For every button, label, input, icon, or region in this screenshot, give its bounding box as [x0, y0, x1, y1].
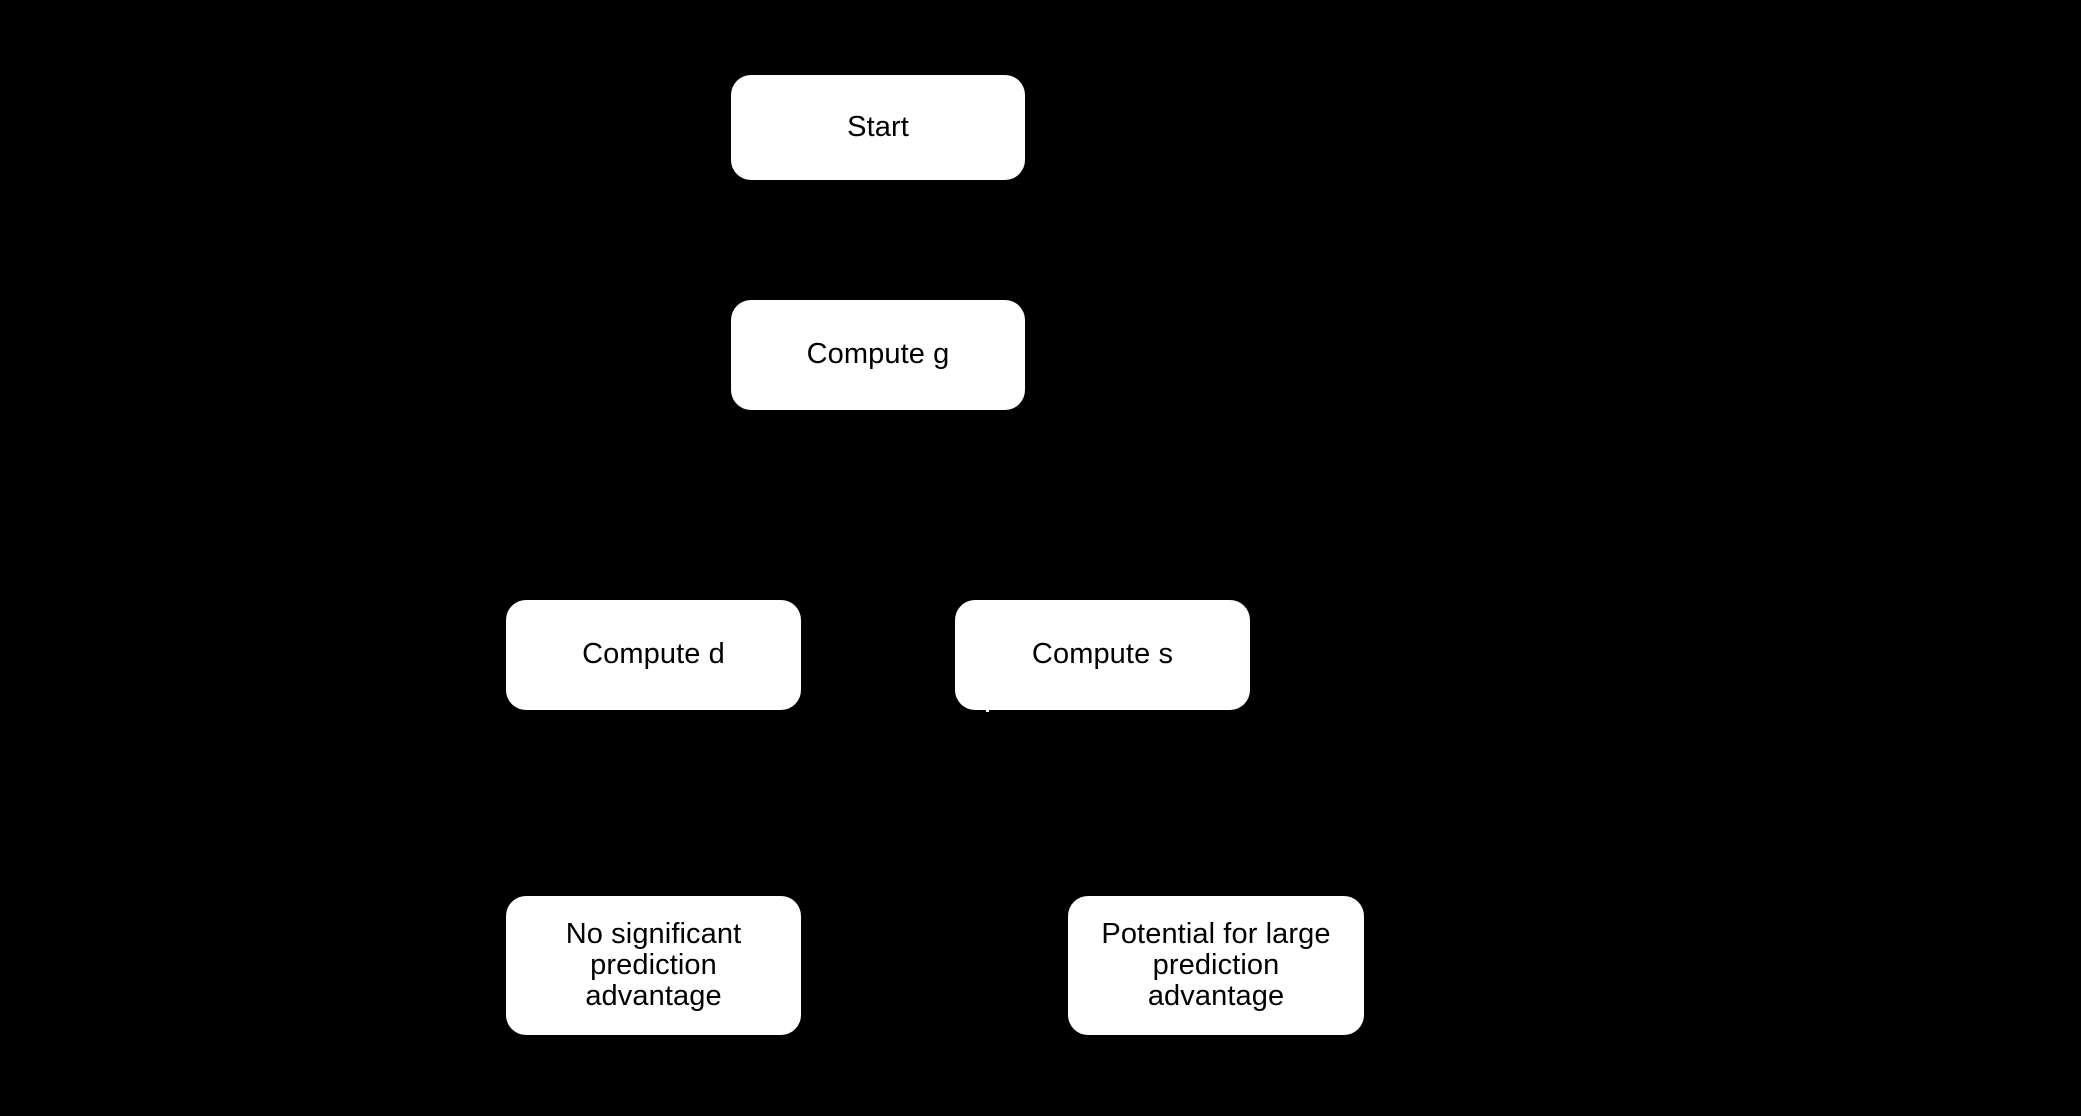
node-start-label: Start: [847, 110, 909, 143]
node-large-adv-label: Potential for large prediction advantage: [1101, 917, 1331, 1012]
node-potential-for-large-prediction-advantage[interactable]: Potential for large prediction advantage: [1068, 896, 1364, 1035]
node-no-adv-label: No significant prediction advantage: [565, 917, 742, 1012]
arrowhead-compute-g: [871, 286, 885, 300]
edge-compute-g-to-compute-d: [651, 410, 880, 600]
edge-compute-g-to-compute-s: [876, 410, 1104, 600]
node-compute-g-label: Compute g: [806, 338, 950, 371]
node-compute-s[interactable]: Compute s: [955, 600, 1250, 710]
node-no-significant-prediction-advantage[interactable]: No significant prediction advantage: [506, 896, 801, 1035]
node-compute-d[interactable]: Compute d: [506, 600, 801, 710]
node-compute-g[interactable]: Compute g: [731, 300, 1025, 410]
edge-stub-compute-s: [986, 708, 989, 712]
node-compute-d-label: Compute d: [582, 638, 725, 671]
edge-compute-s-to-large-adv: [1100, 710, 1218, 896]
arrowhead-large-adv: [1209, 882, 1223, 896]
arrowhead-no-adv: [646, 882, 660, 896]
arrowhead-compute-d: [646, 586, 660, 600]
arrowhead-compute-s: [1095, 586, 1109, 600]
node-start[interactable]: Start: [731, 75, 1025, 180]
node-compute-s-label: Compute s: [1031, 638, 1174, 671]
